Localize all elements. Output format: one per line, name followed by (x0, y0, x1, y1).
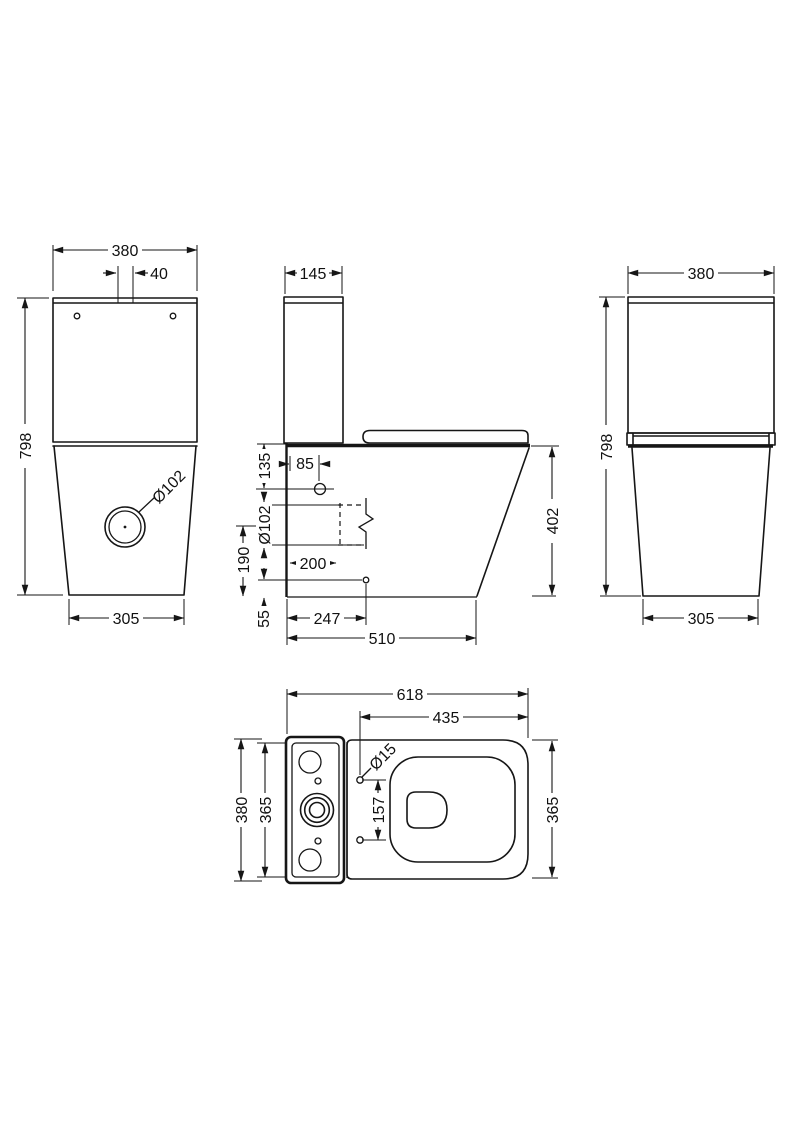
front-cistern-outline (52, 297, 198, 447)
flush-button-ring-middle (303, 796, 331, 824)
dim-front-outlet-diameter: Ø102 (150, 467, 190, 507)
dim-label: Ø102 (257, 505, 274, 544)
front-lid-fixing-hole-right (169, 312, 177, 320)
dim-back-cistern-width: 380 (627, 265, 775, 283)
dim-label: 510 (369, 631, 396, 648)
dim-front-flush-offset: 40 (103, 266, 168, 283)
dim-plan-fixing-hole-spacing: 157 (370, 779, 388, 841)
dim-label: 190 (236, 547, 253, 574)
front-outlet-circle-inner (108, 510, 142, 544)
dim-front-base-width: 305 (68, 610, 185, 628)
dim-side-fixing-offset: 247 (286, 610, 367, 628)
side-water-inlet-hole (313, 482, 327, 496)
dim-label: 40 (150, 266, 168, 283)
front-outlet-circle-outer (104, 506, 146, 548)
side-pan-front-slope (476, 447, 530, 597)
dim-label: 365 (545, 797, 562, 824)
plan-fixing-hole-leader-line (361, 767, 372, 778)
front-outlet-leader-line (138, 496, 156, 513)
plan-water-spot-outline (406, 791, 448, 829)
dim-label: 200 (300, 556, 327, 573)
dim-plan-bowl-width-right: 365 (544, 740, 562, 878)
dim-side-outlet-diameter: Ø102 (256, 491, 274, 559)
dim-side-outlet-offset: 200 (289, 555, 337, 573)
back-view: 380 798 305 (598, 265, 776, 628)
dim-plan-bowl-width-left: 365 (257, 742, 275, 878)
dim-plan-bowl-depth: 435 (359, 709, 529, 727)
side-pipe-break-zigzag (357, 498, 375, 549)
plan-seat-fixing-hole-top (356, 776, 364, 784)
dim-label: Ø102 (150, 467, 190, 507)
plan-flush-button (299, 792, 335, 828)
side-view: 145 135 85 Ø102 190 (235, 265, 562, 648)
flush-button-ring-outer (299, 792, 335, 828)
front-lid-fixing-hole-left (73, 312, 81, 320)
dim-back-base-width: 305 (642, 610, 759, 628)
back-extension-lines (599, 266, 775, 625)
side-extension-lines (236, 266, 559, 645)
plan-seat-outline (346, 739, 529, 880)
back-cistern-outline (627, 296, 775, 434)
side-cistern-outline (283, 296, 344, 444)
dim-label: 145 (300, 266, 327, 283)
dim-label: 85 (296, 456, 314, 473)
plan-view: 618 435 Ø15 157 380 (233, 686, 562, 885)
side-seat-outline (362, 429, 529, 444)
dim-back-overall-height: 798 (598, 296, 616, 596)
dim-label: 380 (688, 266, 715, 283)
dim-label: 55 (256, 610, 273, 628)
plan-extension-lines (234, 688, 558, 882)
dim-label: 798 (599, 434, 616, 461)
dim-label: 618 (397, 687, 424, 704)
front-outlet-center-dot (123, 525, 127, 529)
plan-cistern-small-hole-bottom (314, 837, 322, 845)
plan-cistern-inner-outline (291, 742, 340, 878)
dim-side-rim-height: 402 (544, 446, 562, 596)
dim-label: 157 (371, 797, 388, 824)
dim-label: 365 (258, 797, 275, 824)
dim-label: 402 (545, 508, 562, 535)
back-pan-outline (631, 447, 771, 597)
dim-plan-cistern-width: 380 (233, 738, 251, 882)
side-outlet-pipe-dashed (338, 503, 363, 547)
dim-label: 305 (113, 611, 140, 628)
dim-side-top-to-inlet: 135 (256, 443, 274, 489)
dim-side-base-depth: 510 (286, 630, 477, 648)
dim-side-fixing-height: 55 (255, 568, 273, 632)
dim-label: 305 (688, 611, 715, 628)
dim-side-cistern-depth: 145 (284, 265, 343, 283)
dim-label: 798 (18, 433, 35, 460)
back-seat-outline (626, 432, 776, 446)
front-pan-outline (53, 445, 197, 596)
plan-cistern-outline (284, 735, 346, 885)
dim-front-overall-height: 798 (17, 297, 35, 596)
flush-button-ring-inner (308, 801, 326, 819)
front-extension-lines (17, 245, 198, 625)
dim-side-inlet-offset: 85 (278, 455, 331, 473)
dim-label: 380 (234, 797, 251, 824)
plan-cistern-hole-top (298, 750, 322, 774)
plan-seat-fixing-hole-bottom (356, 836, 364, 844)
side-fixing-hole (362, 576, 370, 584)
plan-cistern-hole-bottom (298, 848, 322, 872)
dim-plan-overall-depth: 618 (286, 686, 529, 704)
plan-cistern-small-hole-top (314, 777, 322, 785)
dim-label: 435 (433, 710, 460, 727)
plan-seat-inner-ring (389, 756, 516, 863)
dim-label: 247 (314, 611, 341, 628)
front-view: 380 40 798 Ø102 305 (17, 242, 198, 628)
dim-front-cistern-width: 380 (52, 242, 198, 260)
dim-label: 380 (112, 243, 139, 260)
dim-label: 135 (257, 453, 274, 480)
dim-side-outlet-height: 190 (235, 525, 253, 597)
